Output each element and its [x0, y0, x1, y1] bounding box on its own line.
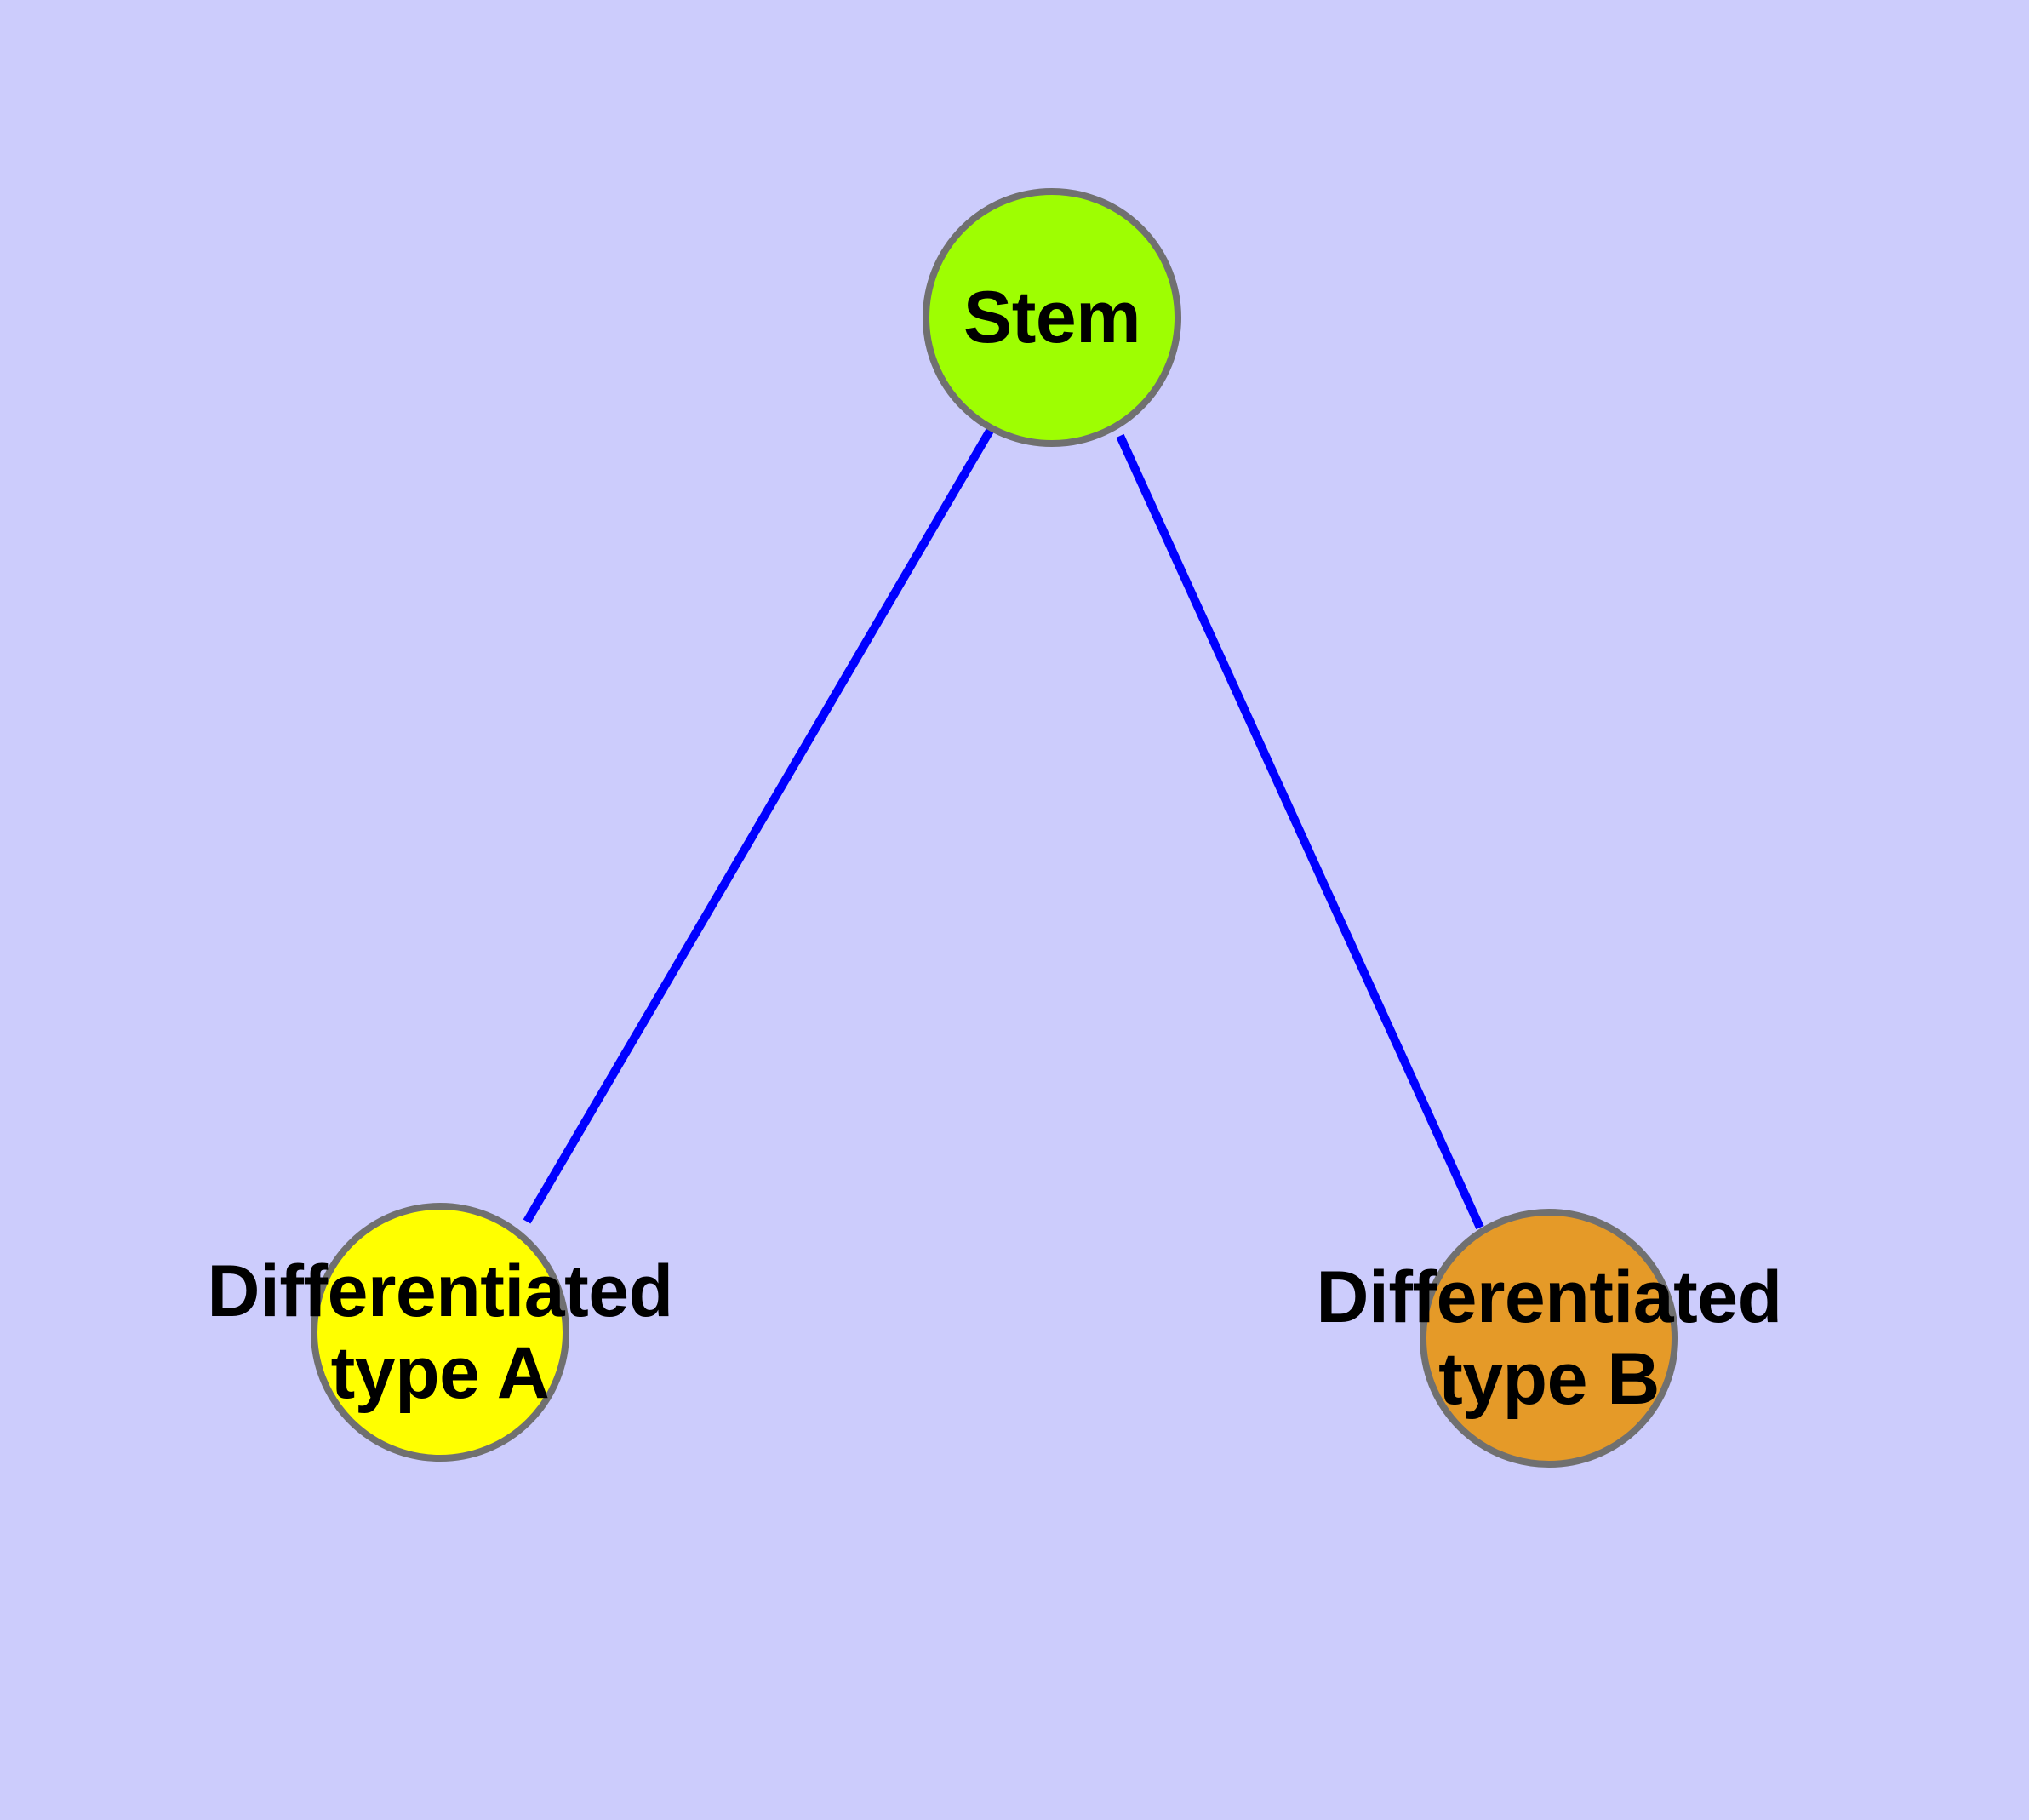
label-line-1: Differentiated: [1316, 1256, 1782, 1338]
label-line-2: type A: [330, 1331, 550, 1414]
edge-stem-to-diff-a[interactable]: [523, 428, 994, 1224]
label-line-2: type B: [1438, 1337, 1660, 1420]
node-differentiated-type-a[interactable]: [311, 1203, 569, 1462]
node-label-stem: Stem: [963, 277, 1141, 358]
node-stem[interactable]: [923, 188, 1181, 447]
label-line-1: Differentiated: [207, 1250, 673, 1332]
node-differentiated-type-b[interactable]: [1420, 1209, 1678, 1468]
edge-stem-to-diff-b[interactable]: [1116, 433, 1484, 1230]
